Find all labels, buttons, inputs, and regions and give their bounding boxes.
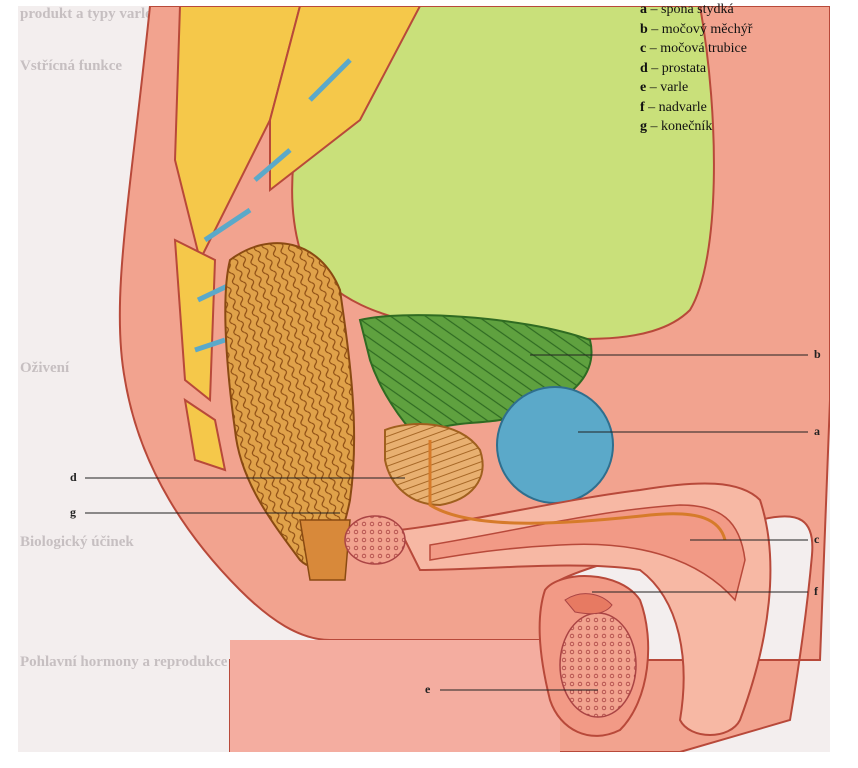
page-margin-right [830, 0, 858, 768]
bulb [345, 516, 405, 564]
legend-item-e: e – varle [640, 78, 830, 98]
callout-g: g [70, 505, 76, 520]
pubic-bone [497, 387, 613, 503]
legend: a – spona stydká b – močový měchýř c – m… [640, 0, 830, 137]
callout-f: f [814, 584, 818, 599]
legend-item-f: f – nadvarle [640, 98, 830, 118]
page-margin-left [0, 0, 18, 768]
testis [560, 613, 636, 717]
legend-item-c: c – močová trubice [640, 39, 830, 59]
lower-body [230, 640, 560, 752]
legend-item-a: a – spona stydká [640, 0, 830, 20]
callout-b: b [814, 347, 821, 362]
callout-d: d [70, 470, 77, 485]
callout-a: a [814, 424, 820, 439]
page-margin-bottom [0, 752, 858, 768]
legend-item-d: d – prostata [640, 59, 830, 79]
legend-item-g: g – konečník [640, 117, 830, 137]
callout-c: c [814, 532, 819, 547]
legend-item-b: b – močový měchýř [640, 20, 830, 40]
callout-e: e [425, 682, 430, 697]
